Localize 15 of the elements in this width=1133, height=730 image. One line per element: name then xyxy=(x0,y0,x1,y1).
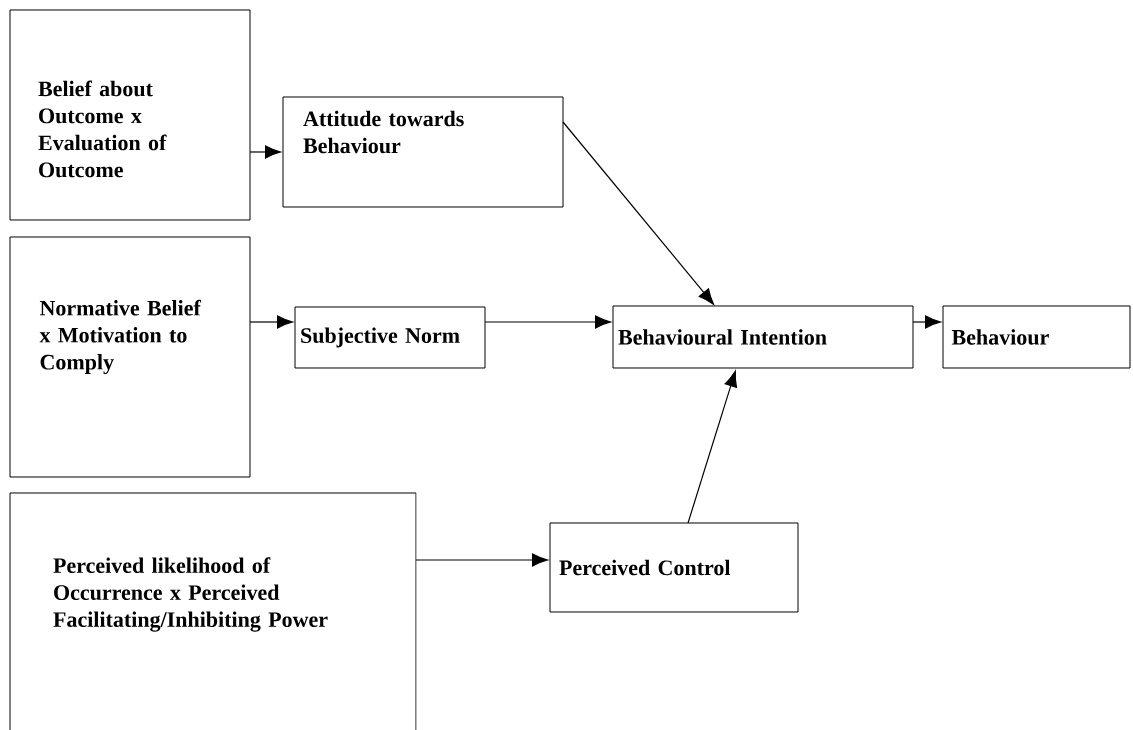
arrow xyxy=(484,315,612,329)
arrow xyxy=(912,315,942,329)
process-box: Belief about Outcome x Evaluation of Outcome xyxy=(9,9,251,221)
arrow xyxy=(249,145,282,159)
process-box: Subjective Norm xyxy=(294,306,486,369)
process-box: Normative Belief x Motivation to Comply xyxy=(9,236,251,478)
arrow xyxy=(415,553,549,567)
arrow xyxy=(687,370,738,524)
arrow xyxy=(562,121,715,305)
process-box: Attitude towards Behaviour xyxy=(282,96,564,208)
process-box: Perceived Control xyxy=(549,522,799,613)
arrow xyxy=(249,315,294,329)
process-box: Behaviour xyxy=(942,305,1131,369)
process-box: Behavioural Intention xyxy=(612,305,914,369)
process-box: Perceived likelihood of Occurrence x Perceived Facilitating/Inhibiting Power xyxy=(9,492,417,730)
